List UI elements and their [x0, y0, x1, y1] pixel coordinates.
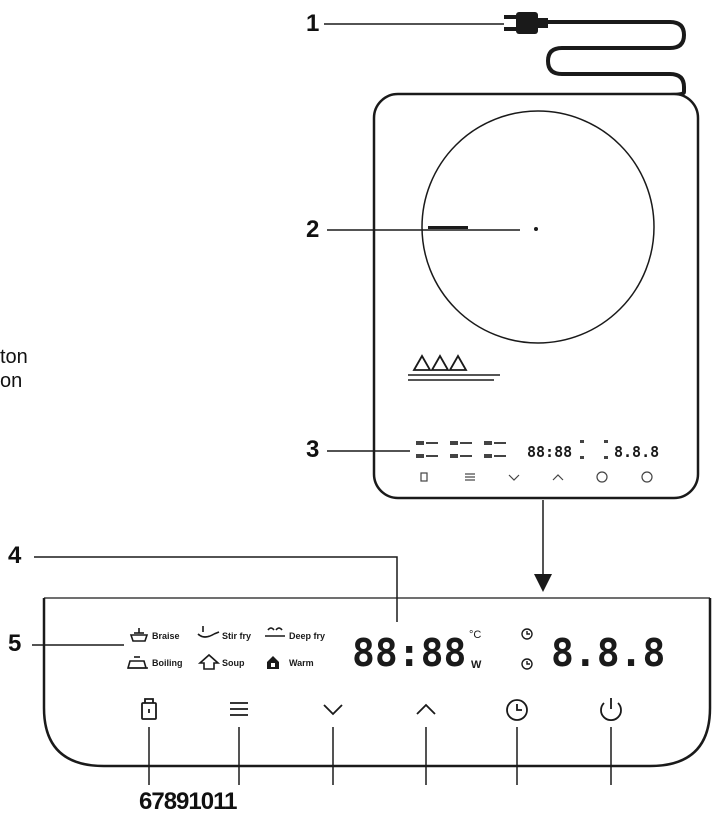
warning-fine-print	[408, 374, 500, 381]
callout-4-leader	[34, 556, 398, 622]
callout-1: 1	[306, 10, 320, 37]
bottom-leaders	[148, 727, 612, 785]
mode-label-warm: Warm	[289, 658, 314, 668]
mode-label-soup: Soup	[222, 658, 245, 668]
mini-buttons	[420, 471, 653, 483]
callout-5: 5	[8, 630, 22, 657]
cooktop-body	[372, 92, 700, 500]
warm-icon	[267, 656, 279, 669]
zone-center-dot	[534, 227, 538, 231]
secondary-display: 8.8.8	[551, 631, 665, 675]
callout-bottom-numbers: 67891011	[139, 788, 237, 815]
mini-mode-labels	[416, 441, 506, 458]
lock-icon[interactable]	[141, 698, 157, 720]
side-text-line-1: ton	[0, 346, 28, 368]
timer-indicator-icon	[521, 628, 533, 640]
mini-secondary-display: 8.8.8	[614, 443, 659, 461]
braise-icon	[129, 628, 149, 642]
mode-label-deep-fry: Deep fry	[289, 631, 325, 641]
stir-fry-icon	[197, 626, 220, 638]
zone-marking	[428, 226, 468, 229]
chevron-up-icon[interactable]	[416, 703, 436, 715]
cooking-zone	[421, 110, 655, 344]
control-panel-outline	[42, 598, 712, 768]
menu-icon[interactable]	[230, 702, 248, 716]
unit-watt: W	[471, 659, 482, 671]
unit-celsius: °C	[469, 629, 481, 641]
mode-label-boiling: Boiling	[152, 658, 183, 668]
callout-2: 2	[306, 216, 320, 243]
callout-3: 3	[306, 436, 320, 463]
timer-icon[interactable]	[506, 699, 528, 721]
boiling-icon	[126, 656, 148, 669]
power-cord	[545, 20, 687, 97]
mode-label-braise: Braise	[152, 631, 180, 641]
soup-icon	[197, 653, 221, 670]
plug-icon	[504, 12, 548, 34]
delay-indicator-icon	[521, 658, 533, 670]
warning-icon	[412, 354, 468, 371]
chevron-down-icon[interactable]	[323, 704, 343, 716]
deep-fry-icon	[265, 627, 285, 637]
zoom-arrow-head	[534, 574, 552, 592]
callout-4: 4	[8, 542, 22, 569]
side-text-line-2: on	[0, 370, 23, 392]
mini-main-display: 88:88	[527, 443, 572, 461]
mode-label-stir-fry: Stir fry	[222, 631, 251, 641]
power-icon[interactable]	[600, 698, 622, 722]
mini-indicators	[580, 440, 608, 459]
main-display: 88:88	[352, 631, 466, 675]
